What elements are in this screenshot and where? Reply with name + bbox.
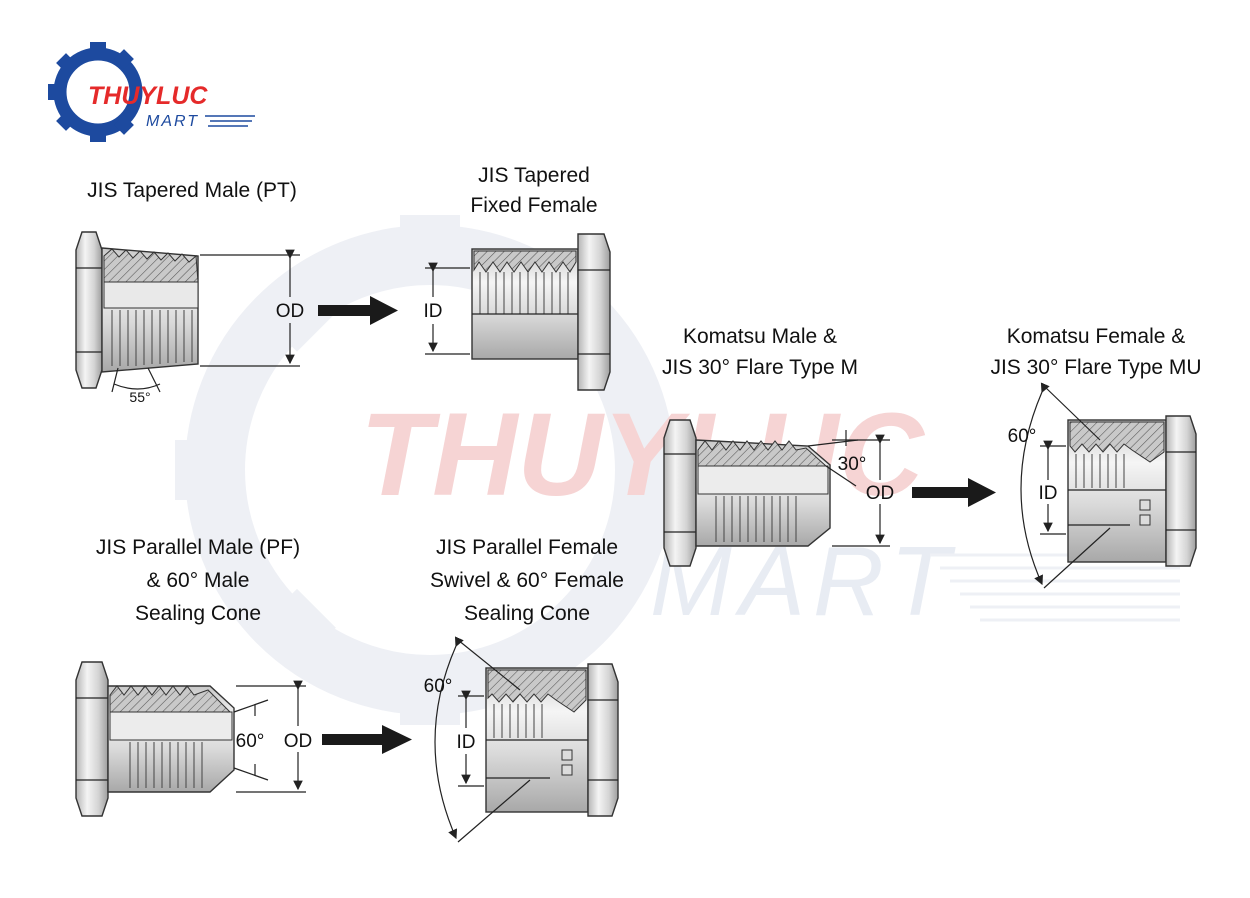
angle-label: 55°	[129, 389, 150, 405]
fitting-title-line3: Sealing Cone	[464, 602, 590, 625]
fitting-jis-parallel-male: JIS Parallel Male (PF) & 60° Male Sealin…	[75, 536, 313, 817]
male-fitting-drawing	[75, 661, 235, 817]
fitting-title-line3: Sealing Cone	[135, 602, 261, 625]
fitting-title-line2: & 60° Male	[147, 569, 250, 592]
od-dimension: OD	[236, 680, 313, 793]
id-dimension: ID	[424, 262, 470, 355]
fitting-title-line1: JIS Parallel Female	[436, 536, 618, 559]
cone-angle-dimension: 60°	[424, 636, 531, 843]
female-fitting-drawing	[1067, 415, 1197, 567]
od-dimension: OD	[832, 434, 895, 547]
fitting-title-line2: JIS 30° Flare Type MU	[990, 356, 1201, 379]
id-label: ID	[457, 732, 476, 753]
angle-label: 60°	[1008, 426, 1037, 447]
fitting-title: JIS Tapered Male (PT)	[87, 179, 297, 202]
fitting-title-line1: JIS Tapered	[478, 164, 590, 187]
logo-speed-lines	[205, 115, 255, 127]
fitting-title-line2: Swivel & 60° Female	[430, 569, 624, 592]
angle-label: 30°	[838, 454, 867, 475]
female-fitting-drawing	[485, 663, 619, 817]
od-label: OD	[284, 731, 313, 752]
od-label: OD	[866, 483, 895, 504]
arrow-parallel	[322, 725, 412, 754]
male-fitting-drawing	[75, 231, 199, 389]
fitting-jis-tapered-female: JIS Tapered Fixed Female ID	[424, 164, 611, 391]
fitting-title-line2: JIS 30° Flare Type M	[662, 356, 858, 379]
logo-brand-sub: MART	[146, 113, 199, 130]
fitting-title-line1: Komatsu Female &	[1007, 325, 1186, 348]
male-fitting-drawing	[663, 419, 831, 567]
gear-icon	[48, 42, 143, 142]
id-dimension: ID	[1039, 440, 1066, 535]
fitting-komatsu-male: Komatsu Male & JIS 30° Flare Type M 30°	[662, 325, 895, 567]
arrow-komatsu	[912, 478, 996, 507]
brand-logo: THUYLUC MART	[48, 42, 255, 142]
id-label: ID	[424, 301, 443, 322]
logo-brand-name: THUYLUC	[88, 82, 208, 110]
watermark-gear-teeth	[175, 215, 460, 725]
angle-label: 60°	[424, 676, 453, 697]
id-label: ID	[1039, 483, 1058, 504]
angle-label: 60°	[236, 731, 265, 752]
cone-angle-dimension: 60°	[233, 699, 269, 781]
od-dimension: OD	[200, 249, 305, 367]
fitting-title-line2: Fixed Female	[470, 194, 597, 217]
fitting-title-line1: Komatsu Male &	[683, 325, 837, 348]
id-dimension: ID	[457, 690, 484, 787]
fitting-komatsu-female: Komatsu Female & JIS 30° Flare Type MU 6…	[990, 325, 1202, 589]
fitting-title-line1: JIS Parallel Male (PF)	[96, 536, 300, 559]
thread-angle-dimension: 55°	[111, 367, 161, 405]
od-label: OD	[276, 301, 305, 322]
watermark-brand-name: THUYLUC	[360, 389, 926, 521]
fitting-jis-tapered-male: JIS Tapered Male (PT) OD	[75, 179, 305, 405]
watermark: THUYLUC MART	[175, 215, 1180, 725]
female-fitting-drawing	[471, 233, 611, 391]
arrow-tapered	[318, 296, 398, 325]
fitting-jis-parallel-female: JIS Parallel Female Swivel & 60° Female …	[424, 536, 624, 843]
watermark-speed-lines	[930, 553, 1180, 622]
flare-angle-dimension: 30°	[807, 430, 867, 487]
cone-angle-dimension: 60°	[1008, 382, 1111, 589]
